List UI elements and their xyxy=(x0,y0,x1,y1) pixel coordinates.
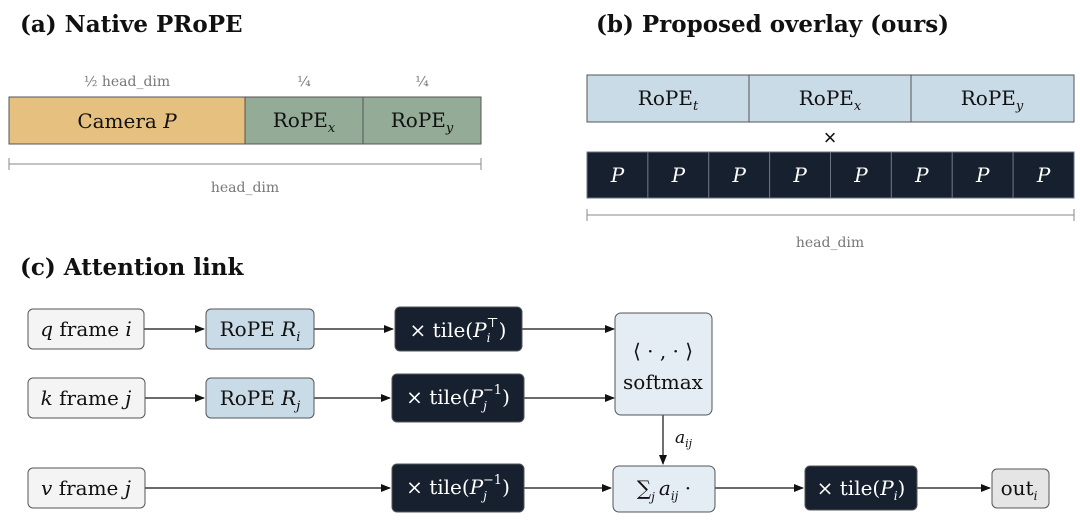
p-cell-label: P xyxy=(792,163,807,187)
rope-ri-box: RoPE Ri xyxy=(205,308,315,350)
tile-p-i-transpose-box: × tile(Pi⊤) xyxy=(394,306,523,352)
rope-x-label: RoPEx xyxy=(273,108,336,136)
svg-text:× tile(Pi): × tile(Pi) xyxy=(817,476,906,503)
times-symbol: × xyxy=(824,125,837,150)
output-box: outi xyxy=(991,468,1050,509)
p-cell-label: P xyxy=(1036,163,1051,187)
svg-text:RoPE Rj: RoPE Rj xyxy=(220,386,301,414)
native-prope-bar: Camera P RoPEx RoPEy xyxy=(8,96,482,145)
fraction-label-quarter-x: ¼ xyxy=(297,74,311,90)
rope-x-segment xyxy=(244,96,364,145)
svg-text:RoPE Ri: RoPE Ri xyxy=(220,317,301,345)
head-dim-bracket-a xyxy=(8,158,482,170)
p-cell xyxy=(890,151,953,199)
head-dim-bracket-b xyxy=(586,209,1075,221)
p-cell-label: P xyxy=(610,163,625,187)
flow-arrows xyxy=(144,325,991,492)
panel-a-title: (a) Native PRoPE xyxy=(20,11,243,38)
rope-x-segment-b xyxy=(748,74,912,123)
fraction-label-quarter-y: ¼ xyxy=(415,74,429,90)
softmax-label: softmax xyxy=(623,370,704,394)
panel-c-title: (c) Attention link xyxy=(20,254,244,281)
camera-segment-label: Camera P xyxy=(77,109,177,133)
inner-product-label: ⟨ · , · ⟩ xyxy=(633,339,693,363)
rope-t-label: RoPEt xyxy=(638,86,699,114)
rope-x-label-b: RoPEx xyxy=(799,86,862,114)
v-frame-box: v frame j xyxy=(27,467,146,509)
p-cell xyxy=(951,151,1014,199)
rope-y-label-b: RoPEy xyxy=(961,86,1024,114)
softmax-box: ⟨ · , · ⟩ softmax xyxy=(614,312,713,416)
p-cell xyxy=(769,151,831,199)
overlay-rope-bar: RoPEt RoPEx RoPEy xyxy=(586,74,1075,123)
rope-rj-box: RoPE Rj xyxy=(205,377,315,419)
p-cell-label: P xyxy=(914,163,929,187)
rope-y-segment xyxy=(362,96,482,145)
camera-segment xyxy=(8,96,246,145)
head-dim-label-b: head_dim xyxy=(796,235,864,251)
q-frame-box: q frame i xyxy=(27,308,145,350)
tile-p-j-inverse-box-v: × tile(Pj−1) xyxy=(391,463,525,513)
p-cell xyxy=(1012,151,1075,199)
rope-y-segment-b xyxy=(910,74,1075,123)
rope-t-segment xyxy=(586,74,750,123)
panel-b-title: (b) Proposed overlay (ours) xyxy=(596,11,949,38)
p-cell xyxy=(830,151,892,199)
svg-text:v frame j: v frame j xyxy=(41,476,131,500)
fraction-label-half: ½ head_dim xyxy=(84,74,170,90)
svg-text:× tile(Pi⊤): × tile(Pi⊤) xyxy=(410,316,507,345)
rope-y-label: RoPEy xyxy=(391,108,454,136)
p-cell-label: P xyxy=(975,163,990,187)
p-cell-label: P xyxy=(731,163,746,187)
p-cell-label: P xyxy=(671,163,686,187)
tile-p-j-inverse-box-k: × tile(Pj−1) xyxy=(391,373,525,423)
k-frame-box: k frame j xyxy=(27,377,146,419)
svg-text:× tile(Pj−1): × tile(Pj−1) xyxy=(406,383,510,413)
svg-text:outi: outi xyxy=(1001,476,1038,503)
svg-text:q frame i: q frame i xyxy=(40,317,132,341)
svg-text:× tile(Pj−1): × tile(Pj−1) xyxy=(406,473,510,503)
p-cell-label: P xyxy=(853,163,868,187)
p-cell xyxy=(647,151,710,199)
svg-text:k frame j: k frame j xyxy=(41,386,132,410)
tile-p-i-out-box: × tile(Pi) xyxy=(804,465,918,511)
head-dim-label-a: head_dim xyxy=(211,180,279,196)
attention-weight-label: aij xyxy=(675,428,693,450)
p-cell xyxy=(708,151,771,199)
